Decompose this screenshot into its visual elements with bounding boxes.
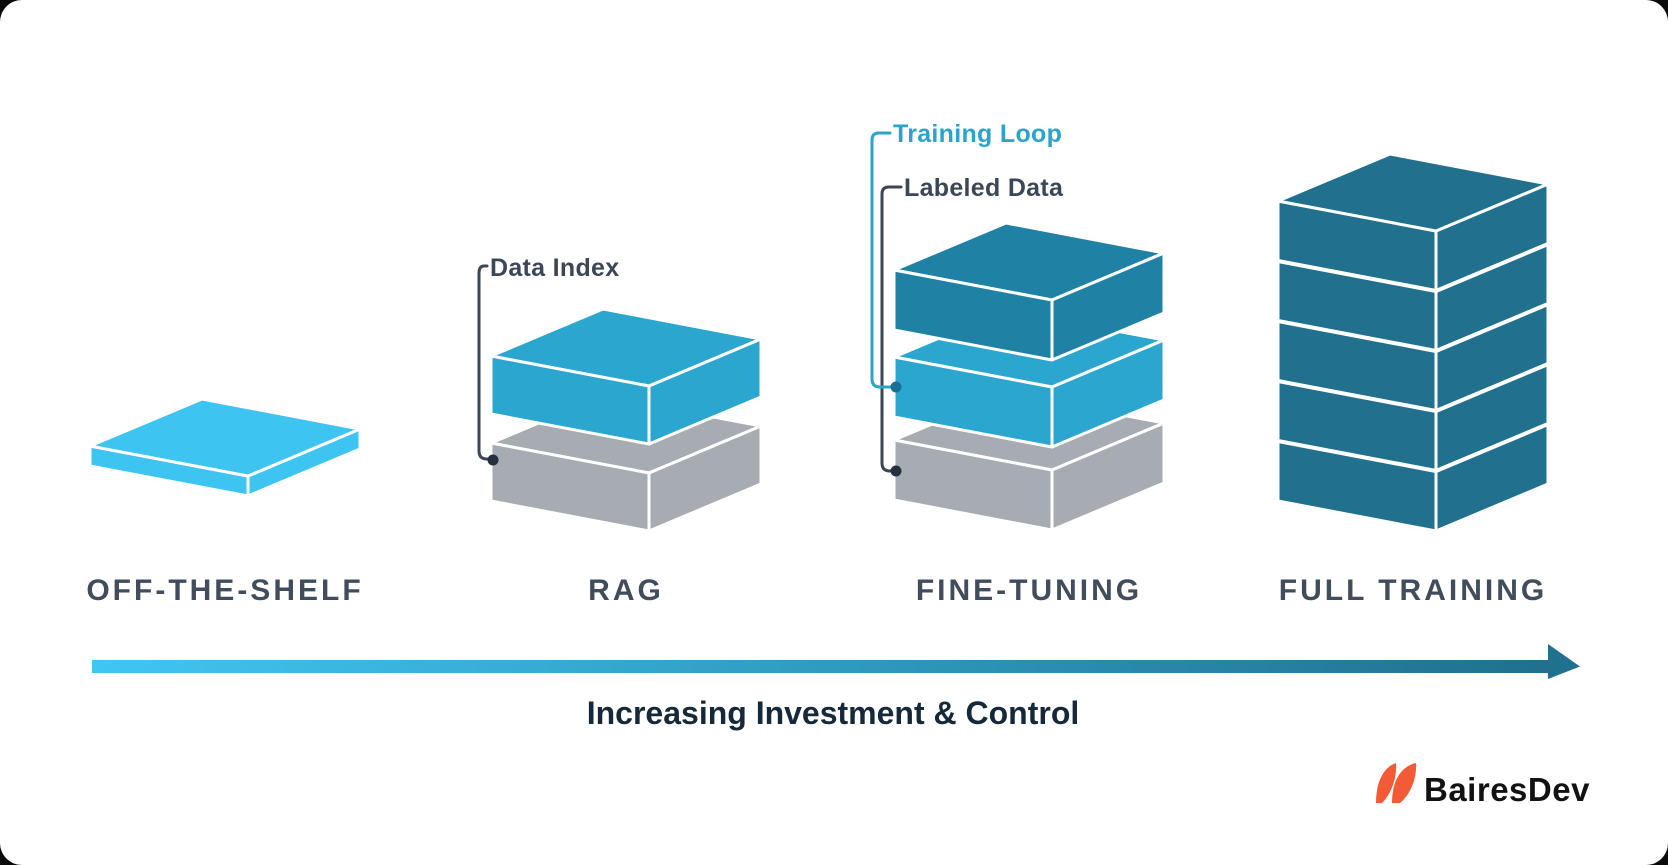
- bairesdev-logo-mark: [1376, 763, 1417, 803]
- column-label-fine-tuning: FINE-TUNING: [916, 574, 1142, 607]
- logo-mark-petal: [1392, 763, 1417, 803]
- off-the-shelf-block: [88, 397, 362, 498]
- full-training-tower: [1276, 152, 1550, 533]
- fine-tuning-top-block: [892, 221, 1166, 362]
- block-right-face: [647, 424, 763, 533]
- column-label-off-the-shelf: OFF-THE-SHELF: [86, 574, 363, 607]
- arrow-bar: [92, 660, 1550, 673]
- block-right-face: [1050, 338, 1166, 449]
- divider-line: [1276, 379, 1438, 413]
- labeled-data-label: Labeled Data: [904, 174, 1064, 202]
- tower-segment-dividers: [1276, 242, 1550, 473]
- slab-top-face: [88, 397, 362, 478]
- block-right-face: [1050, 251, 1166, 362]
- divider-line: [1434, 302, 1550, 353]
- tower-left-face: [1276, 199, 1438, 533]
- training-loop-connector-line: [870, 131, 895, 389]
- training-loop-connector-dot: [890, 381, 902, 393]
- axis-label: Increasing Investment & Control: [587, 695, 1080, 731]
- column-label-rag: RAG: [588, 574, 664, 607]
- divider-line: [1434, 422, 1550, 473]
- block-right-face: [647, 337, 763, 446]
- bairesdev-logo-text: BairesDev: [1424, 771, 1590, 808]
- column-label-full-training: FULL TRAINING: [1279, 574, 1547, 607]
- data-index-label: Data Index: [490, 254, 619, 282]
- training-loop-label: Training Loop: [893, 120, 1062, 148]
- divider-line: [1276, 319, 1438, 353]
- logo-mark-petal: [1376, 763, 1397, 803]
- divider-line: [1434, 242, 1550, 293]
- labeled-data-connector-dot: [890, 465, 902, 477]
- investment-axis: Increasing Investment & Control: [92, 644, 1580, 731]
- training-loop-callout: Training Loop: [870, 120, 1062, 393]
- divider-line: [1276, 259, 1438, 293]
- data-index-callout: Data Index: [477, 254, 619, 466]
- rag-data-index-block: [489, 307, 763, 446]
- block-right-face: [1050, 421, 1166, 532]
- bairesdev-logo: BairesDev: [1376, 763, 1590, 808]
- tower-top-face: [1276, 152, 1550, 233]
- data-index-connector-line: [477, 264, 492, 461]
- divider-line: [1276, 439, 1438, 473]
- arrow-head: [1548, 644, 1580, 679]
- tower-right-face: [1434, 182, 1550, 533]
- data-index-connector-dot: [487, 454, 499, 466]
- divider-line: [1434, 362, 1550, 413]
- labeled-data-callout: Labeled Data: [880, 174, 1064, 477]
- labeled-data-connector-line: [880, 185, 903, 473]
